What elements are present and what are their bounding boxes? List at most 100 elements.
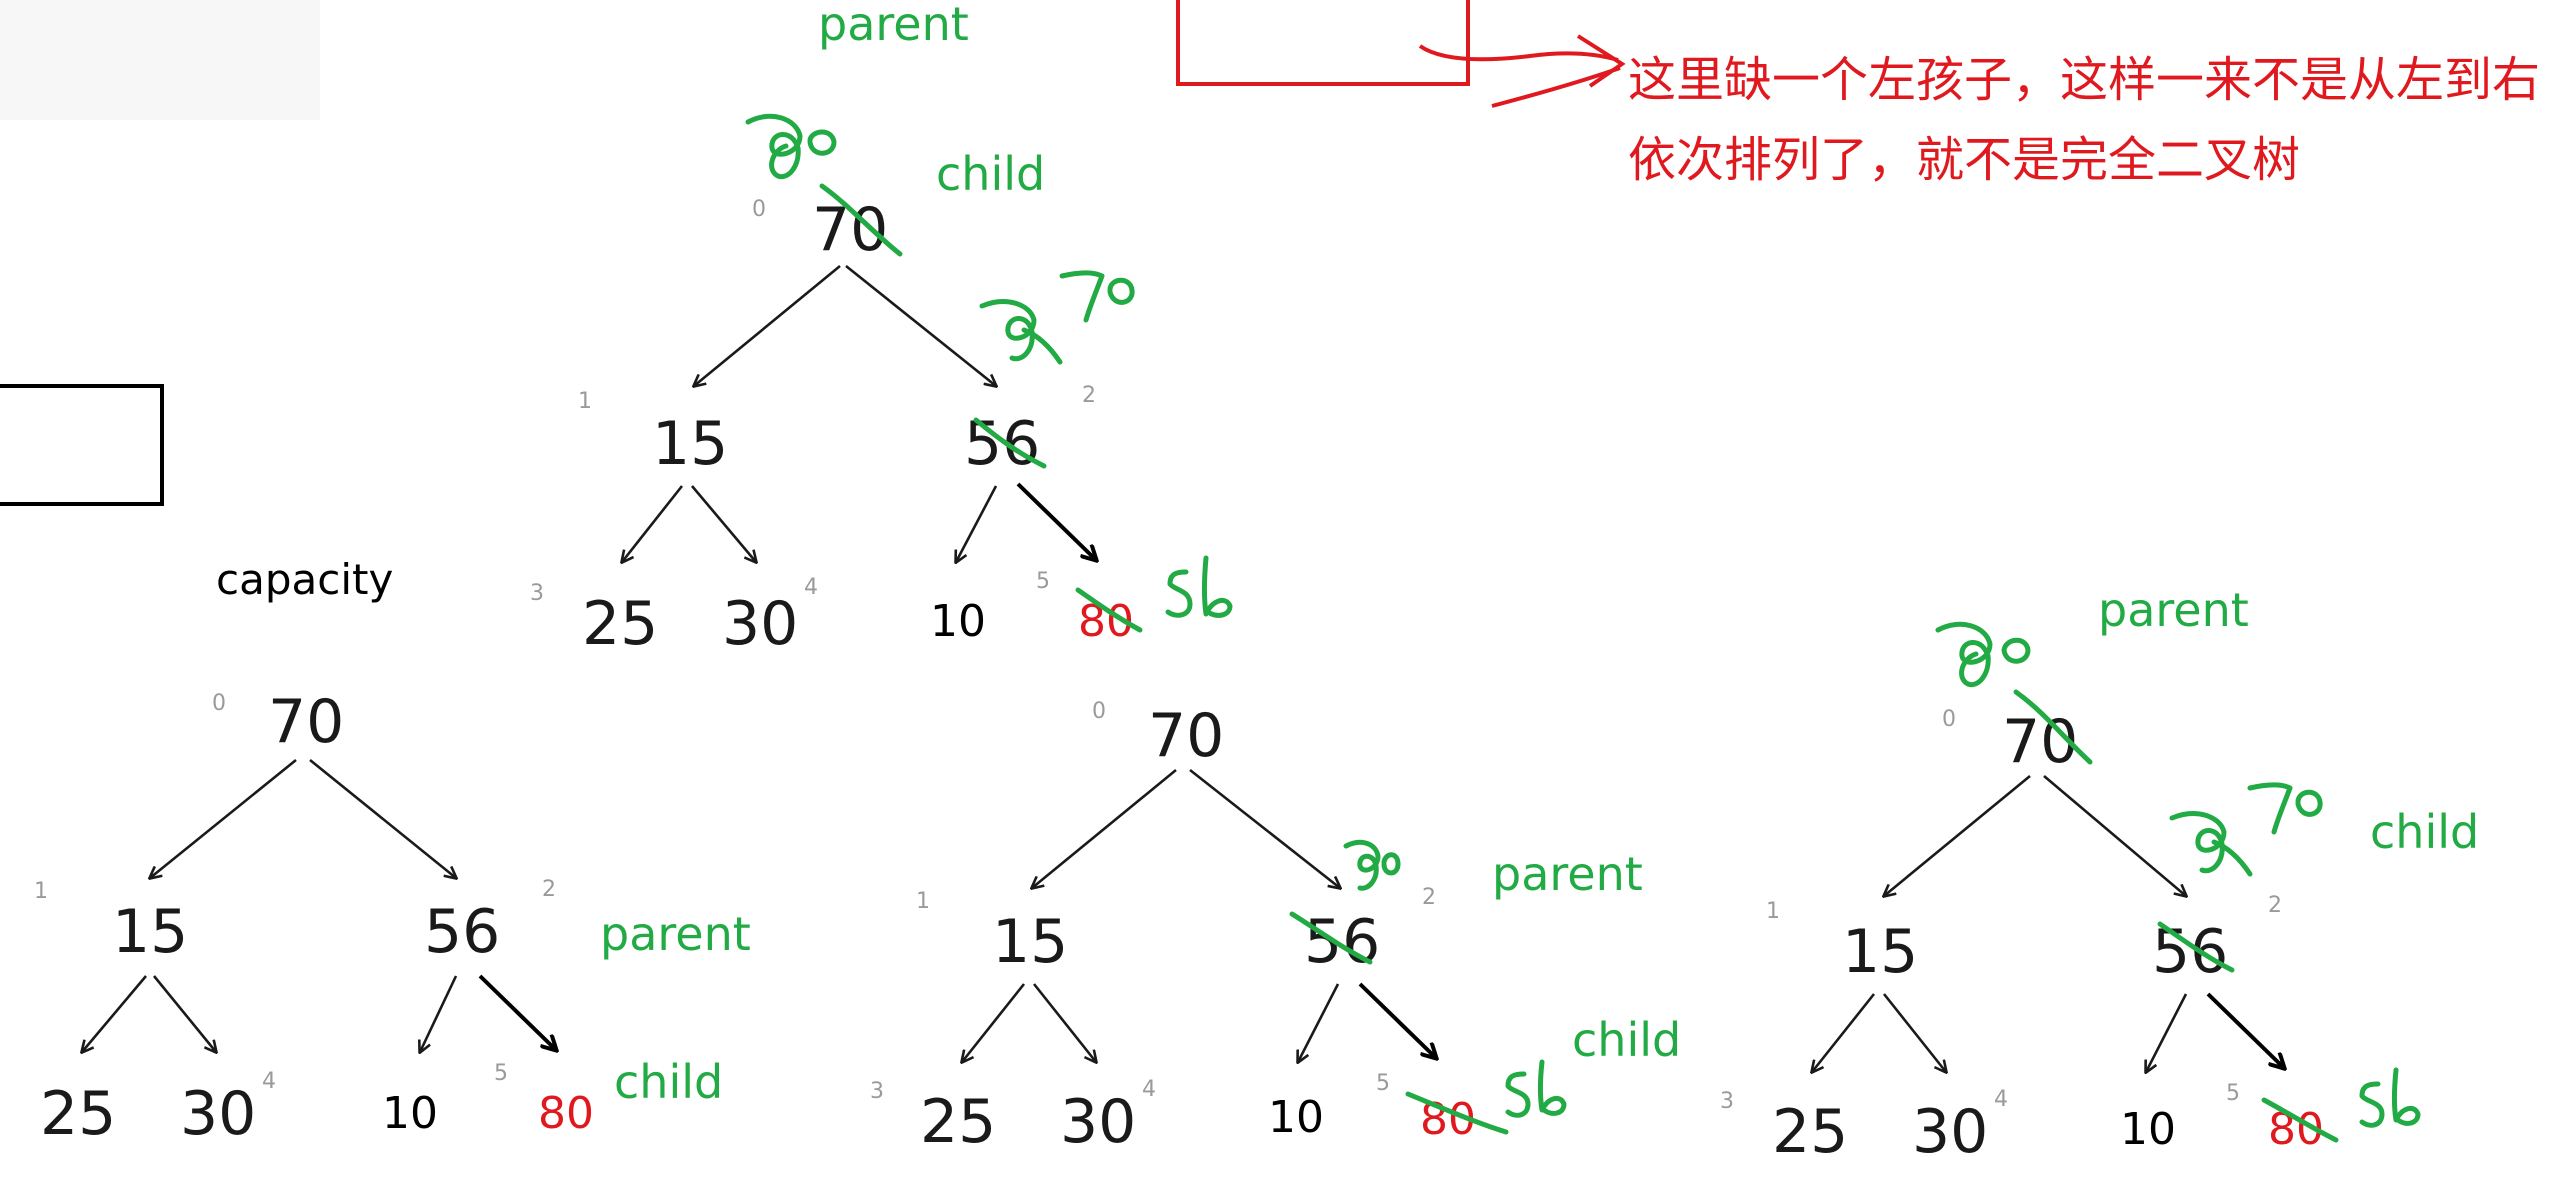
strike: [1289, 911, 1373, 965]
node-value: 30: [180, 1079, 256, 1149]
edge: [1884, 774, 2031, 896]
node-index: 1: [578, 389, 592, 414]
node-index: 5: [1376, 1071, 1390, 1096]
edge: [152, 975, 216, 1052]
background-smudge: [0, 0, 320, 120]
node-index: 2: [1082, 383, 1096, 408]
node-value: 70: [812, 195, 888, 265]
handwritten-digits-56: [1505, 1059, 1567, 1118]
edge: [1032, 983, 1096, 1062]
label-parent: parent: [818, 0, 969, 51]
node-value: 30: [1060, 1087, 1136, 1157]
node-value: 10: [2120, 1104, 2176, 1155]
node-index: 2: [2268, 893, 2282, 918]
edge: [420, 975, 458, 1052]
node-value: 56: [424, 897, 500, 967]
node-value: 25: [582, 589, 658, 659]
node-value: 25: [920, 1087, 996, 1157]
edge: [1358, 982, 1436, 1058]
red-box-top: [1176, 0, 1470, 86]
node-value: 25: [1772, 1097, 1848, 1167]
edge: [478, 974, 556, 1050]
node-value: 10: [1268, 1092, 1324, 1143]
edge: [1016, 482, 1096, 560]
handwritten-digits-80: [1343, 839, 1401, 891]
tree-top: parent child 0 70 1 15 2 56 3 25 30 4 10…: [530, 0, 1233, 659]
node-index: 1: [34, 879, 48, 904]
handwritten-digits-70: [2247, 782, 2323, 835]
node-value: 30: [722, 589, 798, 659]
label-capacity: capacity: [216, 555, 393, 604]
edge: [1189, 768, 1340, 888]
annotation-line-2: 依次排列了，就不是完全二叉树: [1628, 132, 2300, 188]
strike: [973, 417, 1047, 469]
node-value: 10: [930, 596, 986, 647]
tree-bottom-middle: 0 70 1 15 2 56 parent 3 25 30 4 10 5 80 …: [870, 699, 1681, 1157]
node-value: 70: [268, 687, 344, 757]
node-index: 0: [752, 197, 766, 222]
node-index: 3: [530, 581, 544, 606]
label-child: child: [1572, 1013, 1681, 1067]
node-value: 30: [1912, 1097, 1988, 1167]
edge: [1298, 983, 1340, 1062]
node-index: 0: [1092, 699, 1106, 724]
handwritten-digits-80: [2169, 811, 2253, 877]
node-index: 0: [212, 691, 226, 716]
node-value: 56: [1304, 907, 1380, 977]
edge: [694, 264, 841, 386]
label-parent: parent: [600, 907, 751, 961]
node-index: 0: [1942, 707, 1956, 732]
edge: [1032, 768, 1177, 888]
strike: [819, 183, 903, 257]
node-index: 1: [1766, 899, 1780, 924]
edge: [962, 983, 1026, 1062]
handwritten-digits-80: [745, 113, 837, 180]
node-value: 15: [652, 409, 728, 479]
edge: [2146, 993, 2188, 1072]
edge: [845, 264, 996, 386]
node-value: 70: [2002, 707, 2078, 777]
label-parent: parent: [1492, 847, 1643, 901]
node-index: 5: [2226, 1081, 2240, 1106]
edge: [150, 758, 297, 878]
node-index: 4: [804, 575, 818, 600]
strike: [1405, 1091, 1509, 1135]
node-value: 15: [992, 907, 1068, 977]
handwritten-digits-80: [979, 299, 1063, 365]
strike: [2261, 1097, 2339, 1143]
handwritten-digits-56: [2359, 1067, 2421, 1128]
node-index: 3: [870, 1079, 884, 1104]
node-index: 5: [1036, 569, 1050, 594]
strike: [2157, 921, 2235, 973]
placeholder-box-left: [0, 384, 164, 506]
edge: [1812, 993, 1876, 1072]
strike: [2013, 689, 2093, 765]
node-index: 5: [494, 1061, 508, 1086]
edge: [691, 485, 756, 562]
label-child: child: [936, 147, 1045, 201]
node-value: 15: [1842, 917, 1918, 987]
node-index: 4: [262, 1069, 276, 1094]
edge: [2043, 775, 2186, 896]
node-index: 4: [1142, 1077, 1156, 1102]
red-arrow: [1418, 34, 1626, 108]
node-value: 25: [40, 1079, 116, 1149]
label-child: child: [614, 1055, 723, 1109]
handwritten-digits-56: [1165, 555, 1233, 618]
handwritten-digits-80: [1935, 621, 2031, 688]
node-index: 2: [542, 877, 556, 902]
annotation-line-1: 这里缺一个左孩子，这样一来不是从左到右: [1628, 52, 2540, 108]
edge: [622, 485, 684, 562]
label-child: child: [2370, 805, 2479, 859]
label-parent: parent: [2098, 583, 2249, 637]
edge: [2206, 992, 2284, 1068]
tree-bottom-left: capacity 0 70 1 15 2 56 parent 25 30 4 1…: [34, 555, 751, 1149]
edge: [956, 485, 998, 562]
node-index: 3: [1720, 1089, 1734, 1114]
edge: [1882, 993, 1946, 1072]
node-value: 15: [112, 897, 188, 967]
node-value: 80: [538, 1088, 594, 1139]
node-index: 2: [1422, 885, 1436, 910]
node-index: 4: [1994, 1087, 2008, 1112]
